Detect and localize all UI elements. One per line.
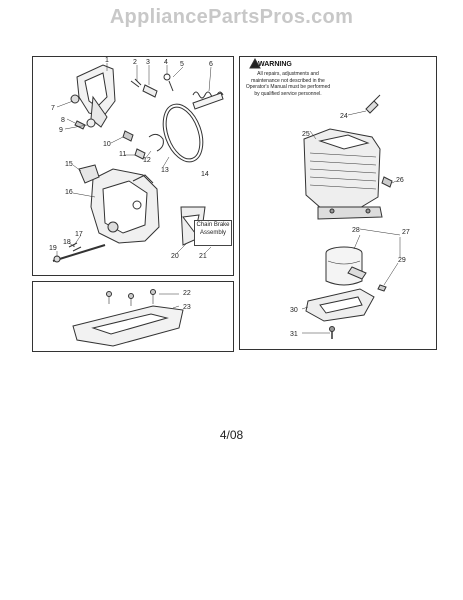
callout-3: 3	[146, 59, 150, 66]
callout-5: 5	[180, 61, 184, 68]
callout-29: 29	[398, 257, 406, 264]
callout-16: 16	[65, 189, 73, 196]
bottom-cover-panel: 22 23	[32, 281, 234, 352]
chain-brake-assembly-label: Chain Brake Assembly	[194, 220, 232, 246]
callout-6: 6	[209, 61, 213, 68]
cylinder-drawing	[249, 57, 401, 339]
callout-20: 20	[171, 253, 179, 260]
callout-9: 9	[59, 127, 63, 134]
callout-19: 19	[49, 245, 57, 252]
callout-18: 18	[63, 239, 71, 246]
cylinder-panel: WARNING All repairs, adjustments and mai…	[239, 56, 437, 350]
callout-26: 26	[396, 177, 404, 184]
callout-17: 17	[75, 231, 83, 238]
callout-24: 24	[340, 113, 348, 120]
callout-13: 13	[161, 167, 169, 174]
callout-28: 28	[352, 227, 360, 234]
callout-2: 2	[133, 59, 137, 66]
callout-30: 30	[290, 307, 298, 314]
callout-7: 7	[51, 105, 55, 112]
callout-21: 21	[199, 253, 207, 260]
warning-text: All repairs, adjustments and maintenance…	[245, 71, 331, 97]
callout-12: 12	[143, 157, 151, 164]
callout-1: 1	[105, 57, 109, 64]
page-footer-date: 4/08	[219, 428, 244, 442]
chain-brake-panel: 1 2 3 4 5 6 7 8 9 10 11 12 13 14 15 16 1…	[32, 56, 234, 276]
warning-title: WARNING	[258, 61, 292, 68]
callout-8: 8	[61, 117, 65, 124]
callout-4: 4	[164, 59, 168, 66]
callout-11: 11	[119, 151, 127, 158]
callout-22: 22	[183, 290, 191, 297]
callout-23: 23	[183, 304, 191, 311]
watermark: AppliancePartsPros.com	[109, 6, 354, 28]
bottom-cover-drawing	[72, 289, 184, 347]
callout-27: 27	[402, 229, 410, 236]
callout-15: 15	[65, 161, 73, 168]
callout-10: 10	[103, 141, 111, 148]
callout-31: 31	[290, 331, 298, 338]
callout-14: 14	[201, 171, 209, 178]
callout-25: 25	[302, 131, 310, 138]
